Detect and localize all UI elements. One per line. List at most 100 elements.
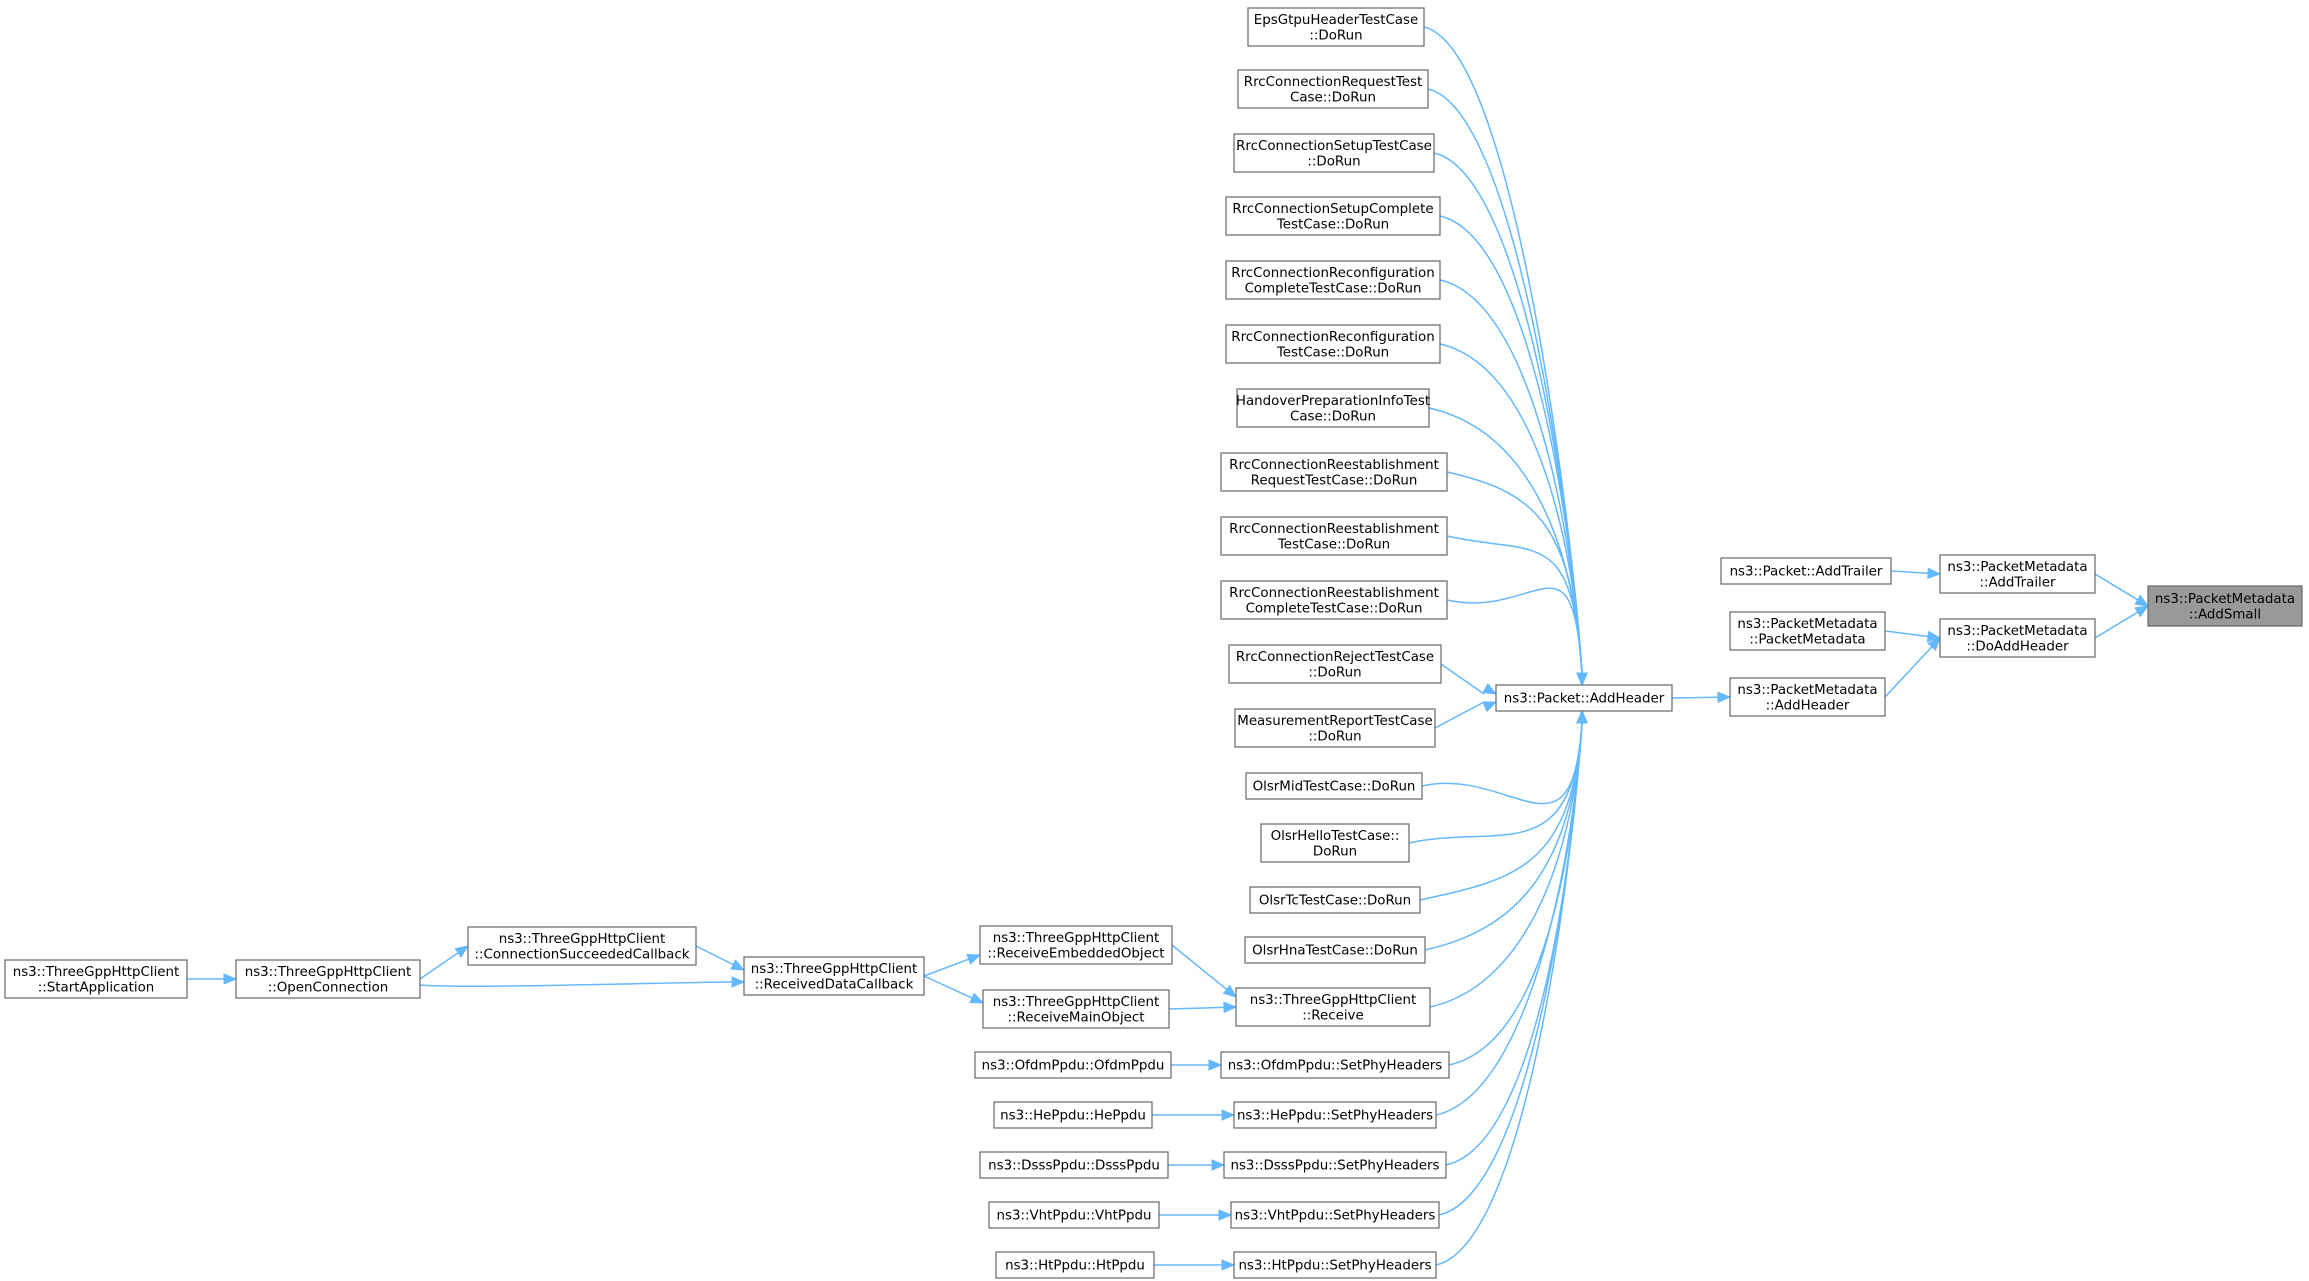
node-label-line: MeasurementReportTestCase [1237,714,1432,729]
node-rrc-reest-complete[interactable]: RrcConnectionReestablishmentCompleteTest… [1220,580,1448,620]
edge-arrowhead [1221,1109,1236,1121]
edge-line [1421,722,1583,805]
node-label-line: ns3::PacketMetadata [1947,624,2087,639]
node-rrc-reconf-complete[interactable]: RrcConnectionReconfigurationCompleteTest… [1225,260,1441,300]
node-label-line: ns3::VhtPpdu::SetPhyHeaders [1235,1209,1436,1224]
node-olsr-tc[interactable]: OlsrTcTestCase::DoRun [1249,886,1421,914]
node-dsss-set[interactable]: ns3::DsssPpdu::SetPhyHeaders [1223,1151,1447,1179]
edge-arrowhead [730,959,746,971]
edge-line [1890,570,1929,575]
node-pm-do-add-header[interactable]: ns3::PacketMetadata::DoAddHeader [1939,618,2096,658]
edge-line [1884,646,1933,698]
node-label-line: ::StartApplication [38,980,155,995]
node-label-line: Case::DoRun [1290,90,1376,105]
node-label-line: ::PacketMetadata [1749,632,1865,647]
node-olsr-hna[interactable]: OlsrHnaTestCase::DoRun [1244,936,1426,964]
node-label-line: CompleteTestCase::DoRun [1245,281,1422,296]
node-box [993,1101,1153,1129]
edge-http-received-data-to-http-recv-main [923,975,985,1004]
edge-line [1419,722,1583,901]
edge-arrowhead [1221,1259,1236,1271]
node-ht-ctor[interactable]: ns3::HtPpdu::HtPpdu [995,1251,1155,1279]
node-pm-add-trailer[interactable]: ns3::PacketMetadata::AddTrailer [1939,554,2096,594]
node-label-line: OlsrMidTestCase::DoRun [1253,780,1416,795]
node-label-line: OlsrHnaTestCase::DoRun [1252,944,1418,959]
node-olsr-hello[interactable]: OlsrHelloTestCase::DoRun [1260,823,1410,863]
edge-rrc-reest-to-packet-add-header [1446,535,1588,687]
node-label-line: ::Receive [1302,1008,1363,1023]
node-label-line: ns3::PacketMetadata [2155,592,2295,607]
node-olsr-mid[interactable]: OlsrMidTestCase::DoRun [1245,772,1423,800]
node-label-line: ns3::HePpdu::SetPhyHeaders [1237,1109,1433,1124]
node-http-received-data[interactable]: ns3::ThreeGppHttpClient::ReceivedDataCal… [743,956,925,996]
node-add-small[interactable]: ns3::PacketMetadata::AddSmall [2147,585,2303,627]
node-dsss-ctor[interactable]: ns3::DsssPpdu::DsssPpdu [979,1151,1169,1179]
edge-line [419,981,733,987]
node-pm-ctor[interactable]: ns3::PacketMetadata::PacketMetadata [1729,611,1886,651]
node-rrc-setup-complete[interactable]: RrcConnectionSetupCompleteTestCase::DoRu… [1225,196,1441,236]
edge-arrowhead [1927,637,1941,652]
node-box [1939,618,2096,658]
node-rrc-setup[interactable]: RrcConnectionSetupTestCase::DoRun [1233,133,1435,173]
node-label-line: ns3::DsssPpdu::DsssPpdu [988,1159,1160,1174]
node-ht-set[interactable]: ns3::HtPpdu::SetPhyHeaders [1233,1251,1437,1279]
node-meas-report[interactable]: MeasurementReportTestCase::DoRun [1234,708,1436,748]
node-box [1223,1151,1447,1179]
node-vht-set[interactable]: ns3::VhtPpdu::SetPhyHeaders [1230,1201,1440,1229]
node-box [982,989,1170,1029]
node-rrc-reject[interactable]: RrcConnectionRejectTestCase::DoRun [1228,644,1442,684]
node-box [1495,684,1673,712]
node-rrc-reest[interactable]: RrcConnectionReestablishmentTestCase::Do… [1220,516,1448,556]
edge-line [1408,722,1583,844]
edge-rrc-reject-to-packet-add-header [1440,663,1498,695]
node-label-line: ns3::OfdmPpdu::SetPhyHeaders [1228,1059,1443,1074]
edge-line [1434,701,1485,729]
edge-arrowhead [1482,701,1498,713]
edge-eps-gtpu-to-packet-add-header [1423,26,1588,687]
node-http-recv-main[interactable]: ns3::ThreeGppHttpClient::ReceiveMainObje… [982,989,1170,1029]
node-http-start-app[interactable]: ns3::ThreeGppHttpClient::StartApplicatio… [4,959,188,999]
node-label-line: ns3::Packet::AddTrailer [1730,565,1883,580]
node-vht-ctor[interactable]: ns3::VhtPpdu::VhtPpdu [988,1201,1160,1229]
node-ofdm-set[interactable]: ns3::OfdmPpdu::SetPhyHeaders [1220,1051,1450,1079]
node-packet-add-trailer[interactable]: ns3::Packet::AddTrailer [1720,557,1892,585]
node-rrc-reconf[interactable]: RrcConnectionReconfigurationTestCase::Do… [1225,324,1441,364]
edge-line [1433,152,1583,674]
node-he-set[interactable]: ns3::HePpdu::SetPhyHeaders [1233,1101,1437,1129]
edge-pm-add-header-to-pm-do-add-header [1884,637,1941,698]
node-label-line: EpsGtpuHeaderTestCase [1254,13,1418,28]
node-rrc-reest-req[interactable]: RrcConnectionReestablishmentRequestTestC… [1220,452,1448,492]
node-label-line: RrcConnectionReconfiguration [1231,330,1434,345]
node-eps-gtpu[interactable]: EpsGtpuHeaderTestCase::DoRun [1247,7,1425,47]
node-label-line: ns3::ThreeGppHttpClient [13,965,180,980]
edge-line [1429,722,1583,1008]
node-http-receive[interactable]: ns3::ThreeGppHttpClient::Receive [1235,987,1431,1027]
node-label-line: ns3::ThreeGppHttpClient [499,932,666,947]
node-box [1244,936,1426,964]
edge-line [1446,587,1583,674]
node-http-conn-succeeded[interactable]: ns3::ThreeGppHttpClient::ConnectionSucce… [467,926,697,966]
edge-arrowhead [1222,984,1238,998]
node-label-line: OlsrHelloTestCase:: [1271,829,1400,844]
node-label-line: ::DoRun [1308,729,1361,744]
node-http-recv-embedded[interactable]: ns3::ThreeGppHttpClient::ReceiveEmbedded… [979,925,1173,965]
node-box [1220,516,1448,556]
edge-line [2094,573,2139,601]
node-http-open-conn[interactable]: ns3::ThreeGppHttpClient::OpenConnection [235,959,421,999]
edge-http-open-conn-to-http-received-data [419,976,746,988]
node-ofdm-ctor[interactable]: ns3::OfdmPpdu::OfdmPpdu [974,1051,1172,1079]
node-box [1939,554,2096,594]
node-packet-add-header[interactable]: ns3::Packet::AddHeader [1495,684,1673,712]
node-label-line: ns3::Packet::AddHeader [1504,692,1665,707]
edge-http-recv-main-to-http-receive [1168,1001,1238,1014]
edge-dsss-ctor-to-dsss-set [1168,1159,1226,1171]
node-label-line: ns3::ThreeGppHttpClient [751,962,918,977]
node-label-line: ns3::PacketMetadata [1737,683,1877,698]
node-box [1729,611,1886,651]
node-he-ctor[interactable]: ns3::HePpdu::HePpdu [993,1101,1153,1129]
node-pm-add-header[interactable]: ns3::PacketMetadata::AddHeader [1729,677,1886,717]
node-label-line: OlsrTcTestCase::DoRun [1259,894,1411,909]
